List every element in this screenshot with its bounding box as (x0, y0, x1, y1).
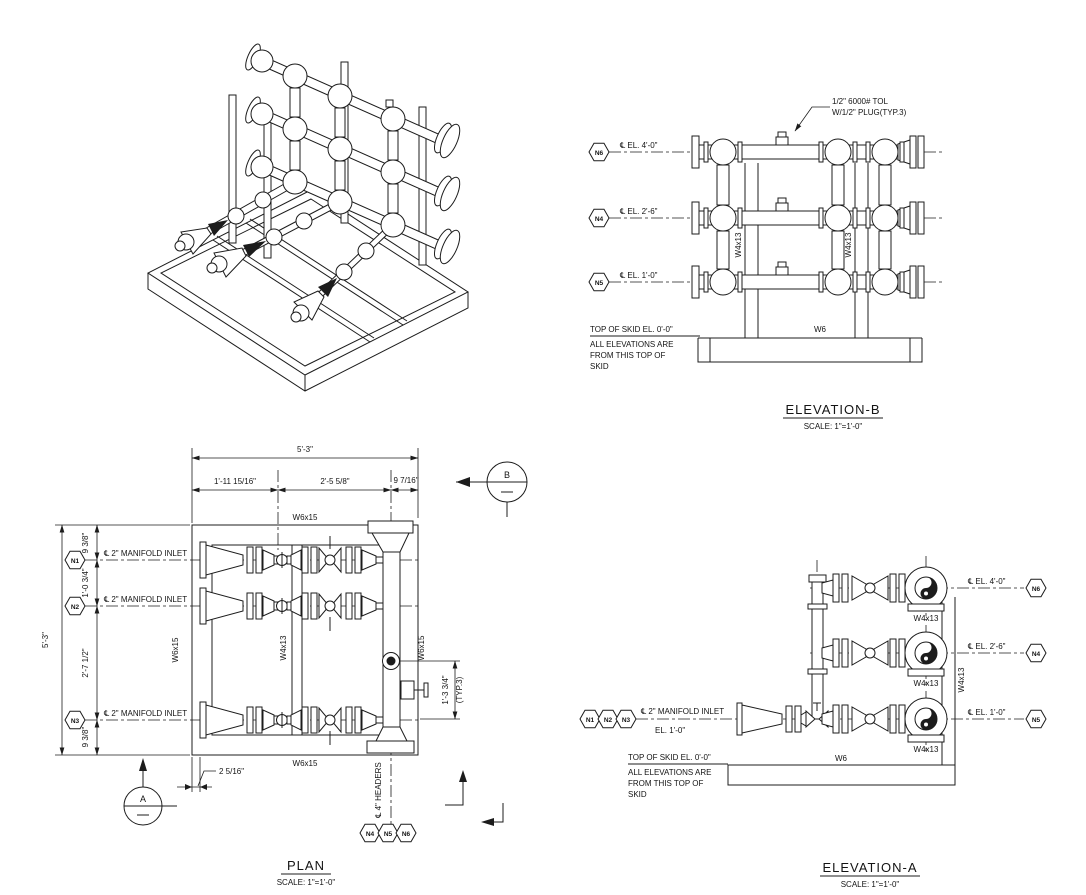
dim-w3: 9 7/16" (393, 476, 418, 485)
iso-inlet-train (174, 178, 298, 255)
valve-train-el10 (821, 697, 948, 743)
dim-w1: 1'-11 15/16" (214, 477, 256, 486)
column-label: W4x13 (957, 667, 966, 692)
tag-n6: N6 (595, 150, 604, 157)
plan-skid-frame (191, 524, 419, 756)
el-label: ℄ EL. 2'-6" (968, 642, 1006, 651)
dim-h2: 1'-0 3/4" (81, 568, 90, 597)
beam-label: W6x15 (417, 635, 426, 660)
iso-post (228, 94, 237, 244)
iso-headers (245, 43, 461, 265)
el-label: ℄ EL. 1'-0" (620, 271, 658, 280)
header-pipe-plan (382, 551, 401, 741)
tag-n5: N5 (595, 280, 604, 287)
section-a-letter: A (140, 794, 146, 804)
tag-n6: N6 (402, 831, 411, 838)
note-leader (794, 106, 830, 132)
beam-label: W6x15 (293, 513, 318, 522)
tag-n2: N2 (604, 717, 613, 724)
tag-n5: N5 (384, 831, 393, 838)
beam-label: W6x15 (293, 759, 318, 768)
skid-note: FROM THIS TOP OF (590, 351, 666, 360)
column-label: W4x13 (734, 232, 743, 257)
view-title-plan: PLAN (287, 858, 325, 873)
dim-offset: 2 5/16" (219, 767, 244, 776)
view-title-elevation-a: ELEVATION-A (822, 860, 917, 875)
dim-h1: 9 3/8" (81, 533, 90, 554)
el-label: ℄ EL. 4'-0" (968, 577, 1006, 586)
beam-label: W6 (835, 754, 848, 763)
tag-n5: N5 (1032, 717, 1041, 724)
tag-n1: N1 (71, 558, 80, 565)
scale-label: SCALE: 1"=1'-0" (277, 878, 336, 887)
dim-typ: 1'-3 3/4" (441, 675, 450, 704)
el-label: ℄ EL. 1'-0" (968, 708, 1006, 717)
dim-overall-width: 5'-3" (297, 445, 313, 454)
column-label: W4x13 (844, 232, 853, 257)
valve-train-el26 (821, 631, 948, 677)
skid-beam (727, 764, 956, 786)
iso-inlet-train (290, 222, 396, 323)
plug-note-line2: W/1/2" PLUG(TYP.3) (832, 108, 907, 117)
scale-label: SCALE: 1"=1'-0" (841, 880, 900, 889)
tag-n6: N6 (1032, 586, 1041, 593)
pedestal-label: W4x13 (914, 679, 939, 688)
top-of-skid-note: TOP OF SKID EL. 0'-0" (590, 325, 673, 334)
skid-note: SKID (628, 790, 647, 799)
skid-note: SKID (590, 362, 609, 371)
skid-note: FROM THIS TOP OF (628, 779, 704, 788)
section-arrow-left (481, 803, 504, 826)
tag-n4: N4 (366, 831, 375, 838)
inlet-label: ℄ 2" MANIFOLD INLET (104, 709, 187, 718)
el-label: ℄ EL. 2'-6" (620, 207, 658, 216)
tol-plug (775, 261, 789, 276)
skid-note: ALL ELEVATIONS ARE (628, 768, 711, 777)
el-label: ℄ EL. 4'-0" (620, 141, 658, 150)
scale-label: SCALE: 1"=1'-0" (804, 422, 863, 431)
section-marker-b: B (456, 461, 528, 517)
section-b-letter: B (504, 470, 510, 480)
section-arrow-up (445, 770, 467, 806)
tag-n2: N2 (71, 604, 80, 611)
tag-n1: N1 (586, 717, 595, 724)
tag-n4: N4 (1032, 651, 1041, 658)
dim-h4: 9 3/8" (81, 727, 90, 748)
tag-n3: N3 (71, 718, 80, 725)
dim-h3: 2'-7 1/2" (81, 648, 90, 677)
view-title-elevation-b: ELEVATION-B (785, 402, 880, 417)
beam-label: W6x15 (171, 637, 180, 662)
section-marker-a: A (123, 758, 177, 826)
elevation-b-view: N6 N4 N5 1/2" 6000# TOL W/1/2" PLUG(TYP.… (588, 97, 945, 431)
tag-n3: N3 (622, 717, 631, 724)
top-of-skid-note: TOP OF SKID EL. 0'-0" (628, 753, 711, 762)
elevation-a-view: W4x13 W4x13 W4x13 W4x13 W6 ℄ EL. 4'-0" ℄… (579, 556, 1047, 889)
dim-typ-note: (TYP.3) (455, 676, 464, 703)
pedestal-label: W4x13 (914, 745, 939, 754)
plan-view: 5'-3" 1'-11 15/16" 2'-5 5/8" 9 7/16" 5'-… (41, 445, 528, 887)
beam-label: W6 (814, 325, 827, 334)
inlet-label: ℄ 2" MANIFOLD INLET (104, 595, 187, 604)
inlet-el-label: EL. 1'-0" (655, 726, 685, 735)
skid-note: ALL ELEVATIONS ARE (590, 340, 673, 349)
dim-w2: 2'-5 5/8" (320, 477, 349, 486)
inlet-label: ℄ 2" MANIFOLD INLET (641, 707, 724, 716)
tol-plug (775, 197, 789, 212)
pedestal-label: W4x13 (914, 614, 939, 623)
tag-n4: N4 (595, 216, 604, 223)
beam-label: W4x13 (279, 635, 288, 660)
valve-train-el40 (821, 566, 948, 612)
iso-inlet-train (206, 198, 342, 278)
tol-plug (775, 131, 789, 146)
headers-callout: ℄ 4" HEADERS (374, 762, 383, 818)
isometric-view (147, 43, 469, 392)
inlet-label: ℄ 2" MANIFOLD INLET (104, 549, 187, 558)
plug-note-line1: 1/2" 6000# TOL (832, 97, 888, 106)
dim-overall-height: 5'-3" (41, 632, 50, 648)
